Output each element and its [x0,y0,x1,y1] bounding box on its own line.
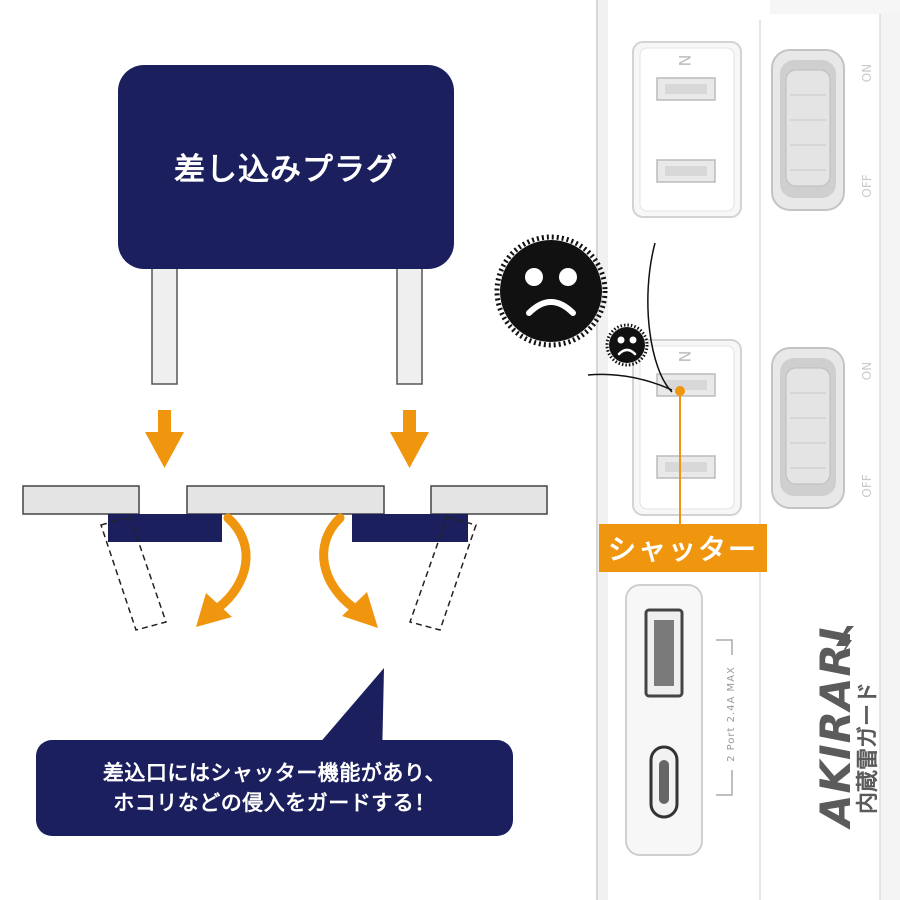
dust-path [647,242,673,393]
usb-rating-label: 2 Port 2.4A MAX [726,666,737,762]
curved-arrow-icon [319,513,378,628]
callout-pointer [318,668,384,760]
callout-line-1: 差込口にはシャッター機能があり、 [102,761,447,785]
shutter-open-right [409,516,477,631]
dust-path [587,373,673,391]
shutter-right [352,514,468,542]
switch-off-label: OFF [860,474,874,498]
plug-label: 差し込みプラグ [174,151,398,188]
sad-dust-icon [605,323,649,367]
callout-line-2: ホコリなどの侵入をガードする！ [113,791,436,815]
shutter-open-left [100,516,167,631]
down-arrow-icon [145,410,184,468]
down-arrow-icon [390,410,429,468]
prong-left [151,267,178,385]
polarity-mark-bottom: N [675,350,695,363]
switch-on-label: ON [860,361,874,381]
outlet-top [632,41,742,218]
plug-box: 差し込みプラグ [118,65,454,269]
polarity-mark-top: N [675,54,695,67]
switch-top [771,49,845,211]
curved-arrow-icon [196,513,251,627]
brand-subtitle: 内蔵雷ガード [856,682,881,815]
faceplate-section [22,485,548,515]
shutter-label: シャッター [607,533,758,566]
switch-bottom [771,347,845,509]
prong-right [396,267,423,385]
callout-box: 差込口にはシャッター機能があり、 ホコリなどの侵入をガードする！ [36,740,513,836]
usb-module [625,584,733,856]
shutter-pointer-dot [675,386,685,396]
sad-dust-icon [494,234,608,348]
shutter-left [108,514,222,542]
lightning-icon [832,626,854,670]
outlet-bottom [632,339,742,516]
switch-off-label: OFF [860,174,874,198]
shutter-label-box: シャッター [599,524,767,572]
switch-on-label: ON [860,63,874,83]
